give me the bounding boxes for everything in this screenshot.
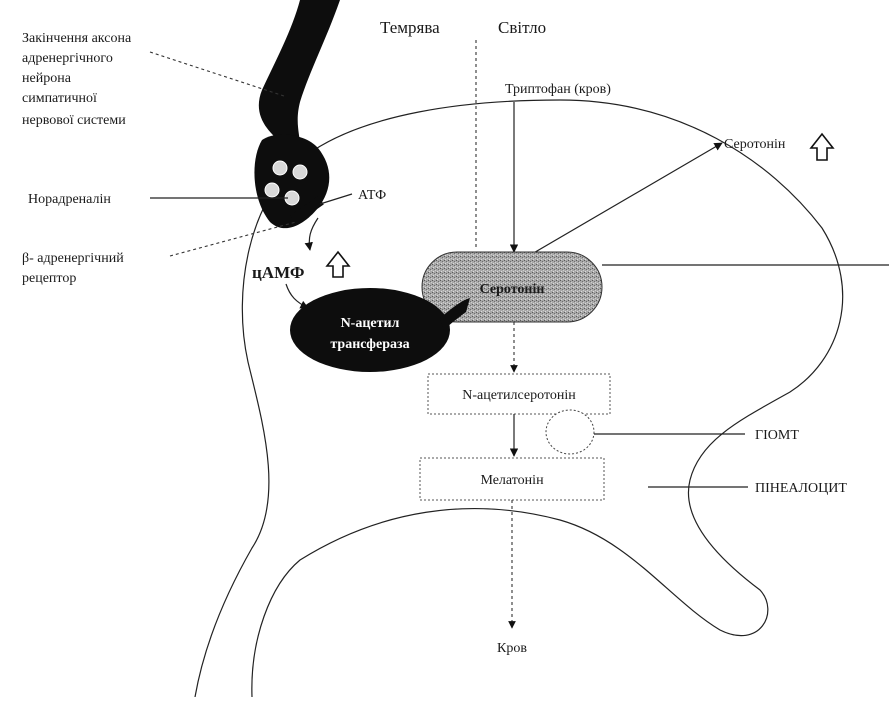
svg-text:нервової системи: нервової системи (22, 113, 126, 128)
atp-to-camp-arrow (309, 218, 318, 250)
light-label: Світло (498, 18, 546, 37)
camp-up-icon (327, 252, 349, 277)
svg-text:адренергічного: адренергічного (22, 51, 113, 66)
serotonin-up-icon (811, 134, 833, 160)
camp-label: цАМФ (252, 263, 305, 282)
n-acetylserotonin-label: N-ацетилсеротонін (462, 388, 576, 403)
beta-receptor-label-1: β- адренергічний (22, 251, 124, 266)
axon-ending-label: Закінчення аксона адренергічного нейрона… (22, 31, 132, 128)
camp-to-nat-arrow (286, 284, 308, 308)
serotonin-out-arrow (525, 143, 722, 258)
dark-label: Темрява (380, 18, 440, 37)
serotonin-label: Серотонін (480, 282, 545, 297)
atp-label: АТФ (358, 188, 386, 203)
blood-label: Кров (497, 641, 527, 656)
pinealocyte-label: ПІНЕАЛОЦИТ (755, 481, 847, 496)
beta-receptor-label-2: рецептор (22, 271, 76, 286)
hiomt-enzyme (546, 410, 594, 454)
tryptophan-label: Триптофан (кров) (505, 82, 611, 97)
beta-receptor-leader (170, 222, 296, 256)
hiomt-label: ГІОМТ (755, 428, 799, 443)
nat-label-2: трансфераза (330, 337, 409, 352)
melatonin-label: Мелатонін (480, 473, 544, 488)
axon-fiber (259, 0, 340, 142)
svg-text:Закінчення аксона: Закінчення аксона (22, 31, 132, 46)
svg-text:нейрона: нейрона (22, 71, 72, 86)
nat-label-1: N-ацетил (341, 316, 400, 331)
svg-text:симпатичної: симпатичної (22, 91, 97, 106)
axon-terminal (254, 134, 329, 228)
serotonin-out-label: Серотонін (724, 137, 786, 152)
noradrenaline-label: Норадреналін (28, 192, 111, 207)
